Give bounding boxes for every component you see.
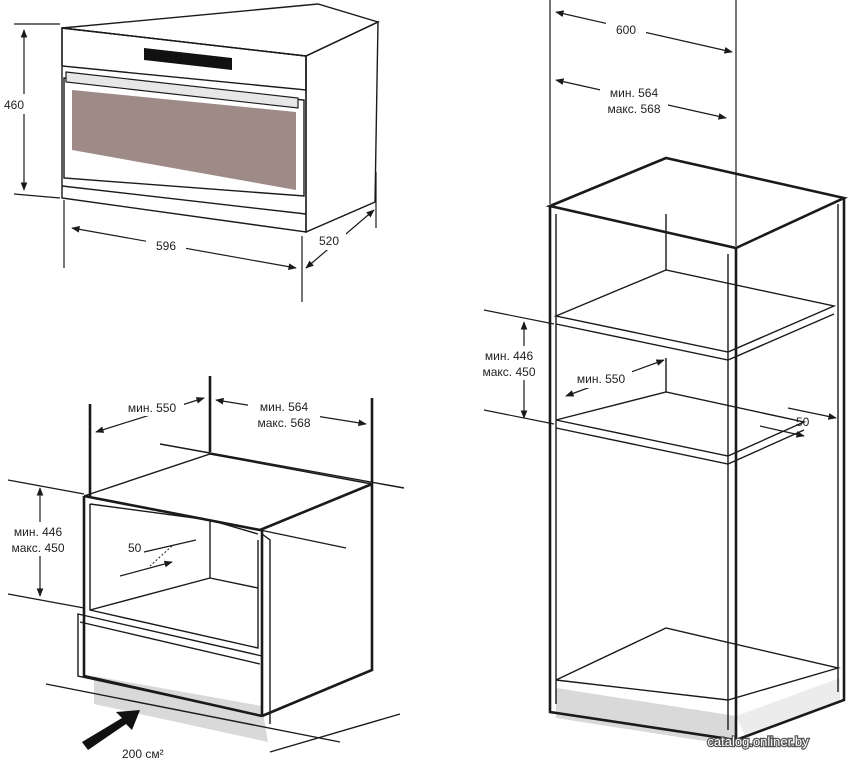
vent-area-label: 200 см² <box>122 747 164 761</box>
plinth <box>94 676 268 742</box>
oven-drawing: 460 596 520 <box>0 3 380 302</box>
tall-niche-height-min-label: мин. 446 <box>485 349 534 363</box>
tall-niche-width-max-label: макс. 568 <box>608 102 661 116</box>
tall-niche-width-min-label: мин. 564 <box>610 86 659 100</box>
left-gap-label: мин. 550 <box>128 401 177 415</box>
tall-cabinet: 600 мин. 564 макс. 568 мин. 446 макс. 45… <box>478 0 849 746</box>
niche-width-max-label: макс. 568 <box>258 416 311 430</box>
oven-handle <box>65 71 299 109</box>
under-counter-cabinet: 200 см² мин. 550 мин. 564 макс. 568 <box>6 376 405 761</box>
niche-width-min-label: мин. 564 <box>260 400 309 414</box>
oven-depth-label: 520 <box>319 234 339 248</box>
tall-niche-depth-label: мин. 550 <box>577 372 626 386</box>
oven-window <box>72 90 296 190</box>
tall-plinth <box>556 688 736 746</box>
niche-height-min-label: мин. 446 <box>14 525 63 539</box>
back-gap-label: 50 <box>128 541 142 555</box>
tall-niche-height-max-label: макс. 450 <box>483 365 536 379</box>
tall-back-gap-label: 50 <box>796 415 810 429</box>
niche-height-max-label: макс. 450 <box>12 541 65 555</box>
oven-height-label: 460 <box>4 98 24 112</box>
oven-width-label: 596 <box>156 239 176 253</box>
display-panel <box>144 48 232 70</box>
watermark: catalog.onliner.by <box>707 734 809 749</box>
cabinet-width-label: 600 <box>616 23 636 37</box>
ventilation-arrow <box>82 710 140 750</box>
